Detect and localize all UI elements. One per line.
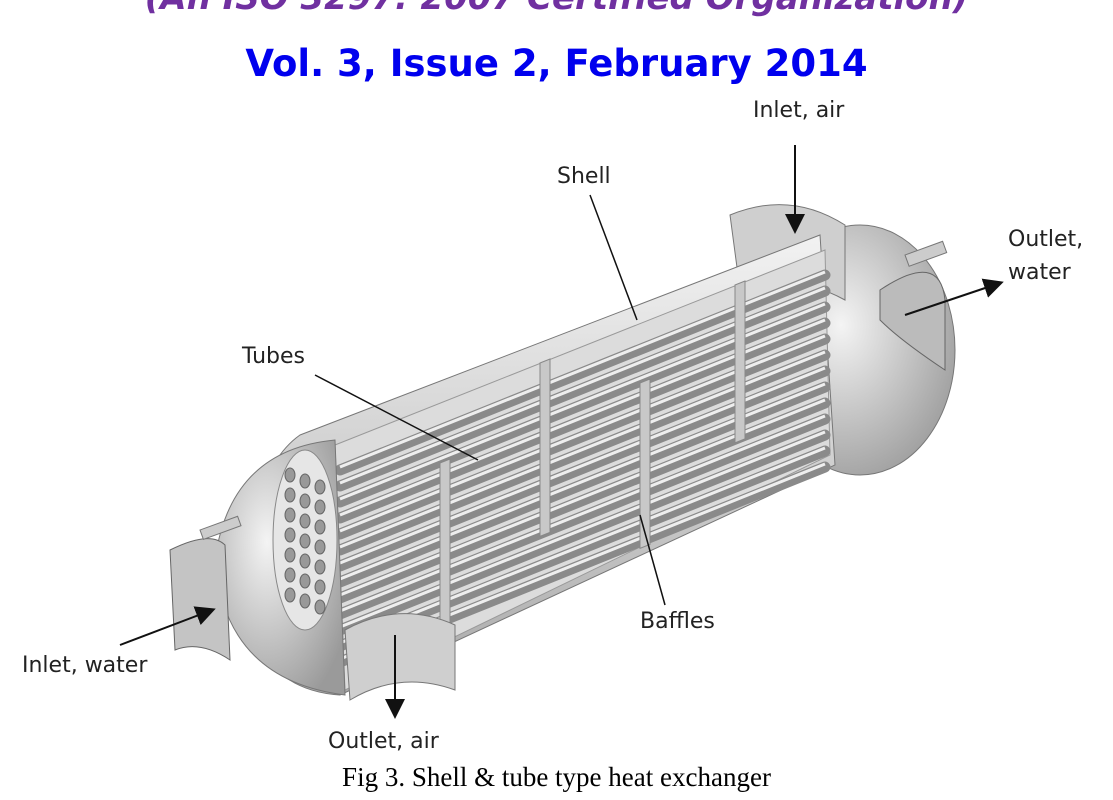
label-baffles: Baffles <box>640 609 715 634</box>
tube-hole <box>314 519 326 535</box>
inlet-water-arrow <box>119 606 216 646</box>
organization-line: (An ISO 3297: 2007 Certified Organizatio… <box>0 0 1113 18</box>
tube-hole <box>314 599 326 615</box>
tubes-leader <box>314 374 479 461</box>
tube-hole <box>284 547 296 563</box>
tube-hole <box>299 493 311 509</box>
tube-hole <box>284 527 296 543</box>
tube-hole <box>314 499 326 515</box>
label-outlet-air: Outlet, air <box>328 729 440 754</box>
baffle <box>639 378 651 550</box>
tube-hole <box>299 533 311 549</box>
label-inlet-air: Inlet, air <box>753 98 845 123</box>
outlet-water-arrow <box>904 278 1004 316</box>
tube-hole <box>284 507 296 523</box>
tube-hole <box>299 553 311 569</box>
tube-hole <box>284 567 296 583</box>
tube <box>334 429 831 636</box>
label-shell: Shell <box>557 164 611 189</box>
label-outlet-water: Outlet, <box>1008 227 1083 252</box>
tube-hole <box>299 593 311 609</box>
tube-hole <box>314 479 326 495</box>
tube-sheet-holes <box>284 467 326 615</box>
label-tubes: Tubes <box>241 344 305 369</box>
tube-hole <box>284 587 296 603</box>
tube-hole <box>314 539 326 555</box>
tube-hole <box>314 579 326 595</box>
tube-highlight <box>339 446 826 645</box>
tube <box>334 413 831 620</box>
tube-hole <box>284 487 296 503</box>
outlet-air-nozzle <box>344 613 456 701</box>
tube-hole <box>299 573 311 589</box>
left-head <box>169 439 346 696</box>
label-outlet-water-2: water <box>1008 260 1072 285</box>
tube-highlight <box>339 414 826 613</box>
tube-hole <box>284 467 296 483</box>
label-inlet-water: Inlet, water <box>22 653 148 678</box>
tube-hole <box>314 559 326 575</box>
baffles-leader <box>639 514 666 606</box>
baffle-plates <box>439 280 746 646</box>
shell-leader <box>589 194 638 321</box>
tube-hole <box>299 473 311 489</box>
baffle <box>439 458 451 646</box>
baffle <box>539 358 551 538</box>
figure-caption: Fig 3. Shell & tube type heat exchanger <box>342 762 771 792</box>
volume-issue-line: Vol. 3, Issue 2, February 2014 <box>245 42 868 85</box>
baffle <box>734 280 746 444</box>
tube-hole <box>299 513 311 529</box>
tube-highlight <box>339 430 826 629</box>
tube <box>334 445 831 652</box>
